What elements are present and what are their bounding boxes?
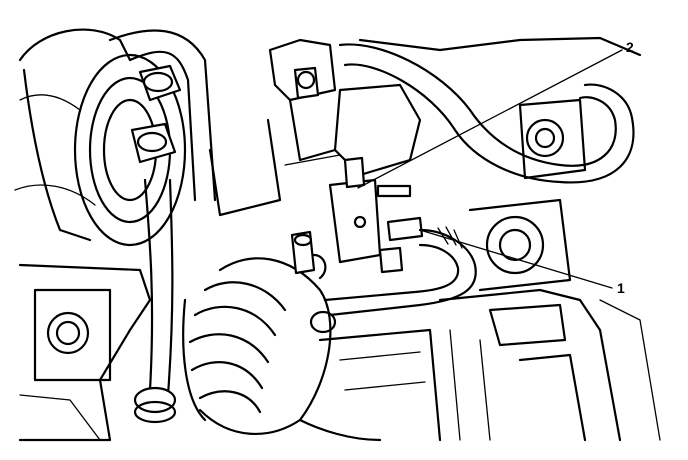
lower-right-block: [438, 288, 661, 442]
hose-fittings: [130, 64, 182, 164]
control-solenoid: [328, 156, 424, 274]
small-sensor: [290, 230, 327, 280]
callout-1-leader: [419, 229, 613, 289]
vacuum-hose: [309, 226, 477, 334]
callout-leaders: [357, 49, 623, 289]
coolant-hoses: [108, 29, 217, 424]
lower-center-parts: [298, 328, 442, 442]
throttle-body: [208, 38, 422, 217]
callout-1-label: 1: [617, 280, 625, 296]
callout-2-label: 2: [626, 39, 634, 55]
upper-right-bolt: [518, 98, 587, 180]
intake-boot: [182, 257, 332, 436]
callout-2-leader: [357, 49, 623, 189]
lower-left-bracket: [18, 263, 152, 442]
upper-hose: [338, 36, 642, 184]
right-pulley: [468, 198, 572, 292]
